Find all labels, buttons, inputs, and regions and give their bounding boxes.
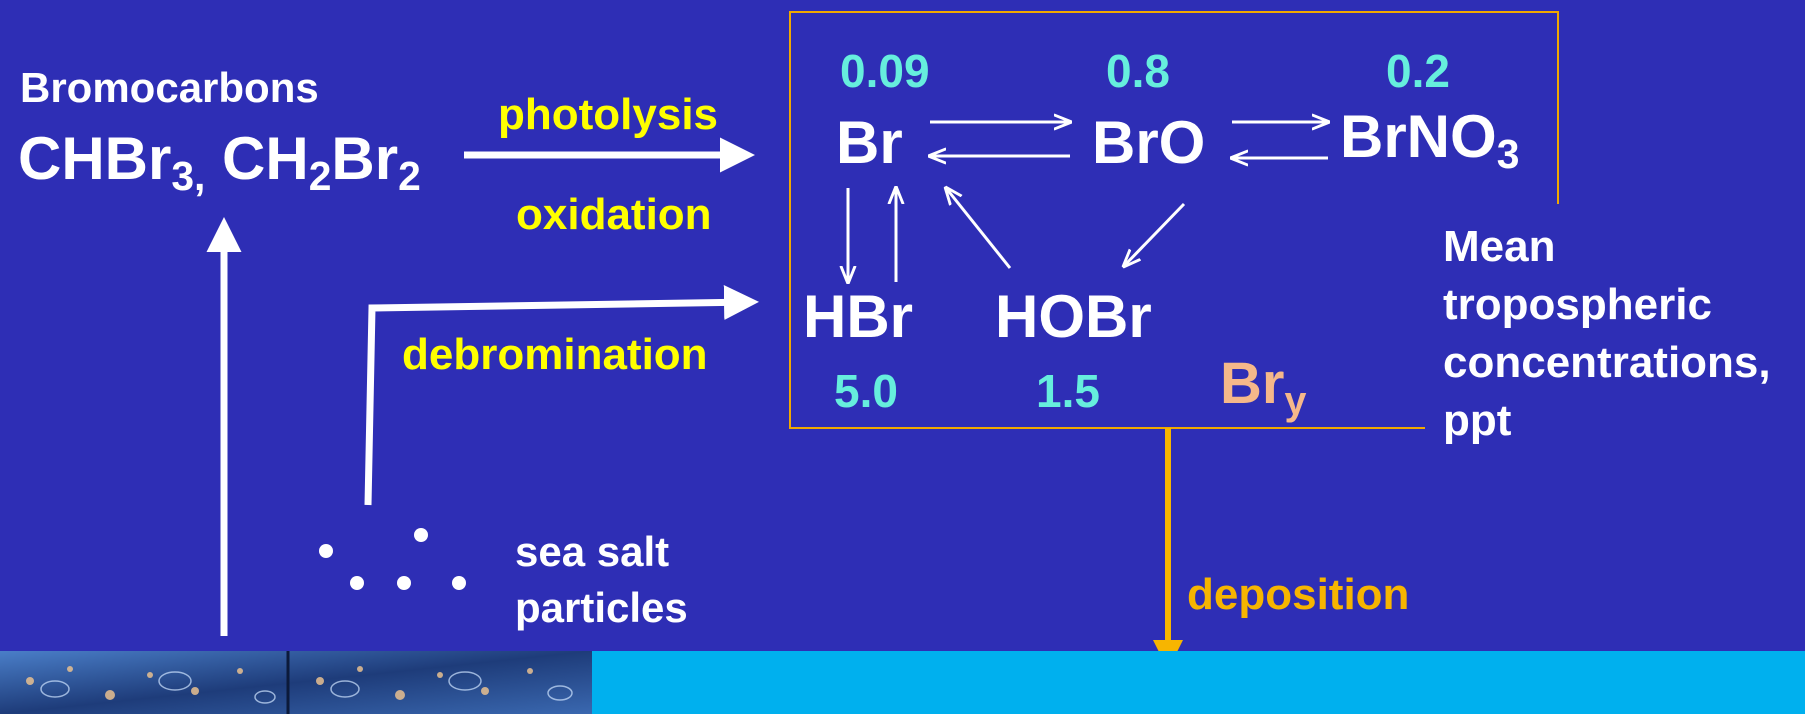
bromocarbons-heading: Bromocarbons: [20, 64, 319, 111]
sea-salt-label: sea salt particles: [515, 524, 688, 636]
bro-to-hobr-arrow: [1124, 202, 1186, 266]
chbr3-sub: 3,: [171, 153, 206, 200]
photolysis-label: photolysis: [498, 90, 719, 139]
ocean-surface: [592, 651, 1805, 714]
concentration-legend: Mean tropospheric concentrations, ppt: [1443, 218, 1771, 450]
sea-salt-particles: [319, 528, 466, 590]
deposition-label: deposition: [1187, 570, 1410, 619]
hobr-label: HOBr: [995, 283, 1152, 350]
brno3-sub: 3: [1496, 131, 1520, 178]
bro-label: BrO: [1092, 109, 1206, 176]
legend-line3: concentrations,: [1443, 338, 1771, 387]
br-label: Br: [836, 109, 903, 176]
oxidation-label: oxidation: [516, 190, 712, 239]
brno3-label: BrNO3: [1340, 102, 1519, 177]
hobr-value: 1.5: [1036, 365, 1100, 417]
chbr3-main: CHBr: [18, 125, 172, 192]
brno3-main: BrNO: [1340, 103, 1497, 170]
ch2br2-sub2: 2: [398, 153, 421, 200]
bro-value: 0.8: [1106, 45, 1170, 97]
legend-line4: ppt: [1443, 396, 1512, 445]
hobr-to-br-arrow: [946, 188, 1012, 269]
bromocarbon-formulas: CHBr3, CH2Br2: [18, 124, 421, 199]
legend-line1: Mean: [1443, 222, 1556, 271]
bry-sub: y: [1284, 379, 1307, 424]
plankton-photo: [0, 651, 592, 714]
brno3-value: 0.2: [1386, 45, 1450, 97]
ch2br2-sub1: 2: [308, 153, 332, 200]
hbr-value: 5.0: [834, 365, 898, 417]
sea-salt-line1: sea salt: [515, 528, 670, 575]
hbr-label: HBr: [803, 283, 914, 350]
legend-line2: tropospheric: [1443, 280, 1712, 329]
debromination-arrow: [364, 284, 759, 506]
bry-box-outline: [789, 11, 1559, 429]
ch2br2-mid: Br: [331, 125, 399, 192]
debromination-label: debromination: [402, 330, 708, 379]
ch2br2-main: CH: [222, 125, 309, 192]
br-value: 0.09: [840, 45, 930, 97]
sea-salt-line2: particles: [515, 584, 688, 631]
bry-label: Bry: [1220, 350, 1306, 423]
bry-main: Br: [1220, 351, 1285, 416]
